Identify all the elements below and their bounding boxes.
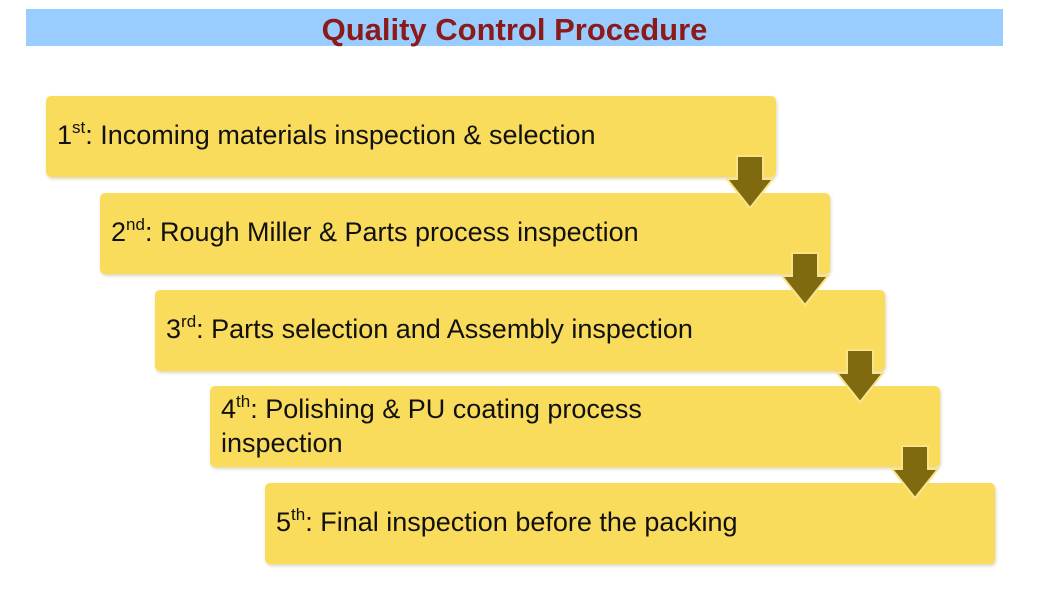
down-arrow-icon [835, 348, 885, 404]
step-1-suffix: st [72, 117, 86, 137]
title-bar: Quality Control Procedure [26, 9, 1003, 47]
step-2-box: 2nd: Rough Miller & Parts process inspec… [100, 193, 830, 274]
step-3-box: 3rd: Parts selection and Assembly inspec… [155, 290, 885, 371]
step-1-label: 1st: Incoming materials inspection & sel… [57, 117, 596, 154]
step-2-ordinal: 2 [111, 216, 127, 247]
step-4-suffix: th [236, 392, 251, 411]
step-4-box: 4th: Polishing & PU coating process insp… [210, 386, 940, 467]
step-5-box: 5th: Final inspection before the packing [265, 483, 995, 564]
step-2-text: : Rough Miller & Parts process inspectio… [144, 216, 639, 247]
step-5-label: 5th: Final inspection before the packing [276, 504, 738, 541]
step-3-ordinal: 3 [166, 313, 182, 344]
down-arrow-icon [725, 154, 775, 210]
step-4-ordinal: 4 [221, 394, 237, 424]
step-1-ordinal: 1 [57, 119, 73, 150]
step-5-text: : Final inspection before the packing [305, 506, 738, 537]
step-2-label: 2nd: Rough Miller & Parts process inspec… [111, 214, 639, 251]
step-5-suffix: th [291, 504, 306, 524]
down-arrow-icon [780, 251, 830, 307]
step-3-text: : Parts selection and Assembly inspectio… [196, 313, 693, 344]
step-4-text: : Polishing & PU coating process inspect… [221, 394, 642, 458]
step-1-text: : Incoming materials inspection & select… [85, 119, 596, 150]
step-1-box: 1st: Incoming materials inspection & sel… [46, 96, 776, 177]
step-3-label: 3rd: Parts selection and Assembly inspec… [166, 311, 693, 348]
step-3-suffix: rd [181, 311, 197, 331]
step-5-ordinal: 5 [276, 506, 292, 537]
down-arrow-icon [890, 444, 940, 500]
step-4-label: 4th: Polishing & PU coating process insp… [221, 392, 741, 459]
step-2-suffix: nd [126, 214, 145, 234]
page-title: Quality Control Procedure [321, 12, 708, 47]
